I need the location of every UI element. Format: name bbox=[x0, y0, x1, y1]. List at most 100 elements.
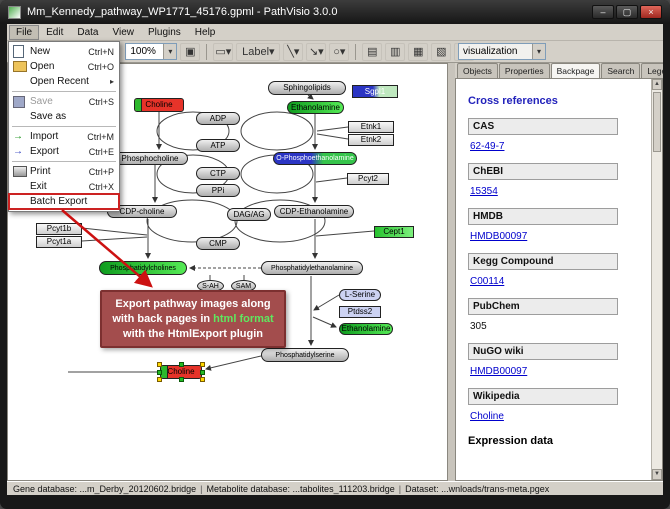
status-separator: | bbox=[398, 483, 402, 494]
pathway-node-ppi[interactable]: PPi bbox=[196, 184, 240, 197]
zoom-select[interactable]: 100% ▾ bbox=[125, 43, 178, 60]
menu-plugins[interactable]: Plugins bbox=[147, 26, 181, 38]
close-button[interactable]: × bbox=[640, 5, 662, 19]
menu-file[interactable]: File bbox=[9, 24, 40, 40]
maximize-button[interactable]: ▢ bbox=[616, 5, 638, 19]
align-center-button[interactable]: ▥ bbox=[385, 42, 406, 61]
line-tool-button[interactable]: ╲▾ bbox=[283, 42, 304, 61]
scrollbar-thumb[interactable] bbox=[653, 92, 661, 152]
toolbar-separator bbox=[355, 43, 357, 60]
menu-shortcut: Ctrl+E bbox=[88, 146, 114, 157]
distribute-horizontal-button[interactable]: ▧ bbox=[431, 42, 452, 61]
tab-backpage[interactable]: Backpage bbox=[550, 63, 601, 78]
menu-view[interactable]: View bbox=[112, 26, 134, 38]
pathway-node-choline[interactable]: Choline bbox=[134, 98, 184, 112]
datanode-tool-button[interactable]: ▭▾ bbox=[213, 42, 234, 61]
status-dataset: Dataset: ...wnloads/trans-meta.pgex bbox=[405, 483, 550, 494]
menu-item-label: Export bbox=[30, 146, 59, 157]
pathway-node-pcyt2[interactable]: Pcyt2 bbox=[347, 173, 389, 185]
xref-link-nugo-wiki[interactable]: HMDB00097 bbox=[470, 366, 528, 377]
pathway-node-cdp-ethanolamine[interactable]: CDP-Ethanolamine bbox=[274, 205, 354, 218]
chevron-down-icon[interactable]: ▾ bbox=[532, 44, 545, 59]
pathway-node-phosphatidylcholines[interactable]: Phosphatidylcholines bbox=[99, 261, 187, 275]
file-menu-item-batch-export[interactable]: Batch Export bbox=[8, 193, 120, 210]
sidebar-tabs: ObjectsPropertiesBackpageSearchLegend bbox=[455, 63, 663, 78]
selection-handle[interactable] bbox=[200, 370, 205, 375]
scroll-up-icon[interactable]: ▲ bbox=[652, 79, 662, 90]
pathway-node-ptdss2[interactable]: Ptdss2 bbox=[339, 306, 381, 318]
zoom-to-fit-button[interactable]: ▣ bbox=[180, 42, 201, 61]
tab-legend[interactable]: Legend bbox=[641, 63, 663, 78]
menu-data[interactable]: Data bbox=[77, 26, 99, 38]
arrow-tool-button[interactable]: ↘▾ bbox=[306, 42, 327, 61]
xref-link-chebi[interactable]: 15354 bbox=[470, 186, 498, 197]
pathway-node-phosphatidylethanolamine[interactable]: Phosphatidylethanolamine bbox=[261, 261, 363, 275]
align-left-button[interactable]: ▤ bbox=[362, 42, 383, 61]
shape-tool-button[interactable]: ○▾ bbox=[329, 42, 350, 61]
pathway-node-ctp[interactable]: CTP bbox=[196, 167, 240, 180]
pathway-node-ethanolamine[interactable]: Ethanolamine bbox=[339, 323, 393, 335]
selection-handle[interactable] bbox=[179, 362, 184, 367]
pathway-node-sgpl1[interactable]: Sgpl1 bbox=[352, 85, 398, 98]
pathway-node-atp[interactable]: ATP bbox=[196, 139, 240, 152]
pathway-node-ethanolamine[interactable]: Ethanolamine bbox=[287, 101, 344, 114]
xref-header-cas: CAS bbox=[468, 118, 618, 135]
tab-objects[interactable]: Objects bbox=[457, 63, 498, 78]
menu-help[interactable]: Help bbox=[194, 26, 216, 38]
selection-handle[interactable] bbox=[200, 377, 205, 382]
tab-search[interactable]: Search bbox=[601, 63, 641, 78]
align-top-button[interactable]: ▦ bbox=[408, 42, 429, 61]
pathway-node-cept1[interactable]: Cept1 bbox=[374, 226, 414, 238]
xref-header-hmdb: HMDB bbox=[468, 208, 618, 225]
sidebar-scrollbar[interactable]: ▲ ▼ bbox=[651, 79, 662, 480]
pathway-node-dag-ag[interactable]: DAG/AG bbox=[227, 208, 271, 221]
pathway-node-pcyt1a[interactable]: Pcyt1a bbox=[36, 236, 82, 248]
pathway-node-phosphocholine[interactable]: Phosphocholine bbox=[112, 152, 188, 165]
chevron-down-icon[interactable]: ▾ bbox=[163, 44, 177, 59]
visualization-select[interactable]: visualization ▾ bbox=[458, 43, 546, 60]
pathway-node-phosphatidylserine[interactable]: Phosphatidylserine bbox=[261, 348, 349, 362]
menu-edit[interactable]: Edit bbox=[46, 26, 64, 38]
pathway-node-l-serine[interactable]: L-Serine bbox=[339, 289, 381, 301]
minimize-button[interactable]: – bbox=[592, 5, 614, 19]
selection-handle[interactable] bbox=[157, 377, 162, 382]
file-menu-item-save-as[interactable]: Save as bbox=[9, 109, 119, 124]
label-tool-button[interactable]: Label▾ bbox=[236, 42, 281, 61]
selection-handle[interactable] bbox=[157, 370, 162, 375]
pathway-node-adp[interactable]: ADP bbox=[196, 112, 240, 125]
selection-handle[interactable] bbox=[157, 362, 162, 367]
pathway-node-sphingolipids[interactable]: Sphingolipids bbox=[268, 81, 346, 95]
panel-splitter[interactable] bbox=[448, 63, 455, 481]
xref-header-nugo-wiki: NuGO wiki bbox=[468, 343, 618, 360]
export-icon bbox=[13, 145, 27, 158]
tab-properties[interactable]: Properties bbox=[498, 63, 550, 78]
xref-header-wikipedia: Wikipedia bbox=[468, 388, 618, 405]
file-menu-item-export[interactable]: Export Ctrl+E bbox=[9, 144, 119, 159]
xref-link-cas[interactable]: 62-49-7 bbox=[470, 141, 505, 152]
pathway-node-pcyt1b[interactable]: Pcyt1b bbox=[36, 223, 82, 235]
selection-handle[interactable] bbox=[200, 362, 205, 367]
xref-link-kegg-compound[interactable]: C00114 bbox=[470, 276, 505, 287]
blank-icon bbox=[13, 75, 27, 88]
xref-link-wikipedia[interactable]: Choline bbox=[470, 411, 504, 422]
xref-link-hmdb[interactable]: HMDB00097 bbox=[470, 231, 528, 242]
file-menu-item-open-recent[interactable]: Open Recent▸ bbox=[9, 74, 119, 89]
pathway-node-choline[interactable]: Choline bbox=[157, 362, 205, 382]
selection-handle[interactable] bbox=[179, 377, 184, 382]
pathway-node-etnk2[interactable]: Etnk2 bbox=[348, 134, 394, 146]
titlebar[interactable]: Mm_Kennedy_pathway_WP1771_45176.gpml - P… bbox=[0, 0, 670, 24]
pathway-node-etnk1[interactable]: Etnk1 bbox=[348, 121, 394, 133]
menu-shortcut: Ctrl+M bbox=[87, 131, 114, 142]
scroll-down-icon[interactable]: ▼ bbox=[652, 469, 662, 480]
menu-item-label: Batch Export bbox=[30, 196, 88, 207]
pathway-node-cmp[interactable]: CMP bbox=[196, 237, 240, 250]
pathway-node-o-phosphoethanolamine[interactable]: O-Phosphoethanolamine bbox=[273, 152, 357, 165]
